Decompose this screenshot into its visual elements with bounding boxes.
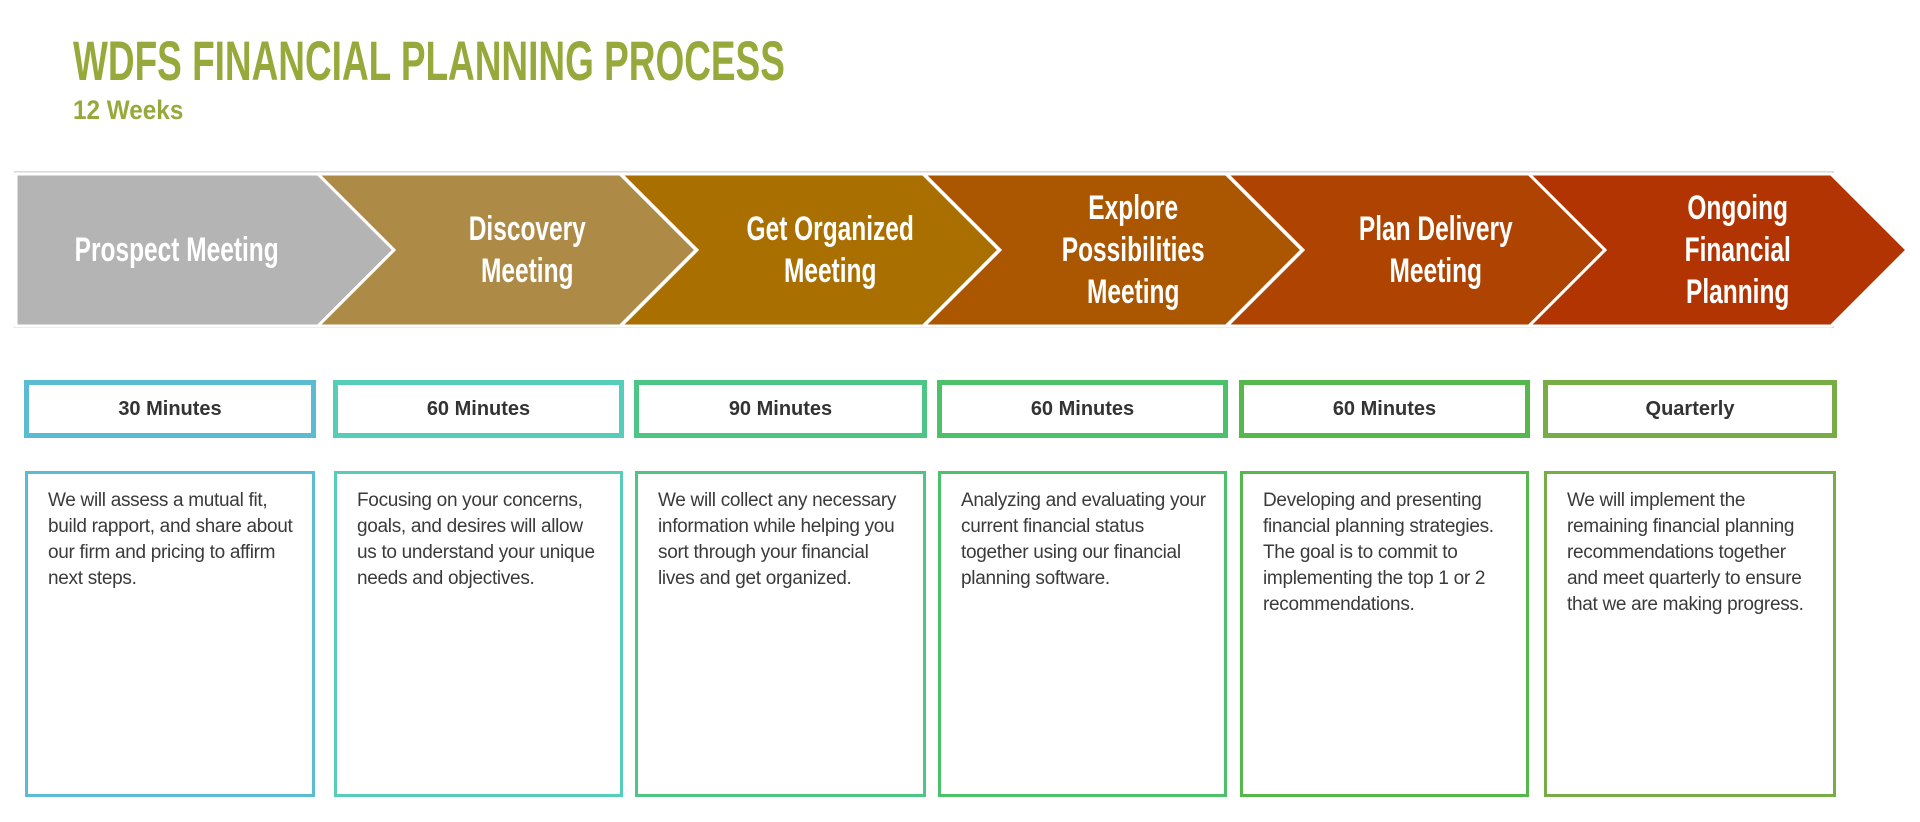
stage-duration: 60 Minutes [937,380,1228,438]
stage-title: Explore Possibilities Meeting [1061,189,1205,311]
stage-title-container: Ongoing Financial Planning [1595,174,1881,326]
stage-description: Analyzing and evaluating your current fi… [938,471,1227,797]
stage-title: Discovery Meeting [468,210,586,290]
stage-title-container: Prospect Meeting [16,174,338,326]
stage-duration: 60 Minutes [1239,380,1530,438]
stage-duration: 90 Minutes [634,380,927,438]
stage-duration: 60 Minutes [333,380,624,438]
stage-title-container: Plan Delivery Meeting [1293,174,1579,326]
stage-title-container: Discovery Meeting [384,174,670,326]
stage-title: Plan Delivery Meeting [1359,210,1513,290]
stage-description: Focusing on your concerns, goals, and de… [334,471,623,797]
chevron-stage-6 [1525,172,1910,328]
stage-title: Prospect Meeting [74,231,280,269]
stage-title-container: Get Organized Meeting [687,174,973,326]
stage-description: We will assess a mutual fit, build rappo… [25,471,315,797]
stage-duration: Quarterly [1543,380,1837,438]
stage-duration: 30 Minutes [24,380,316,438]
stage-description: We will implement the remaining financia… [1544,471,1836,797]
stage-title: Get Organized Meeting [746,210,914,290]
band-top-divider [14,171,1834,173]
stage-description: We will collect any necessary informatio… [635,471,926,797]
stage-title-container: Explore Possibilities Meeting [990,174,1276,326]
page-title: WDFS FINANCIAL PLANNING PROCESS [73,29,785,92]
stage-description: Developing and presenting financial plan… [1240,471,1529,797]
page-subtitle: 12 Weeks [73,95,184,125]
stage-title: Ongoing Financial Planning [1684,189,1792,311]
